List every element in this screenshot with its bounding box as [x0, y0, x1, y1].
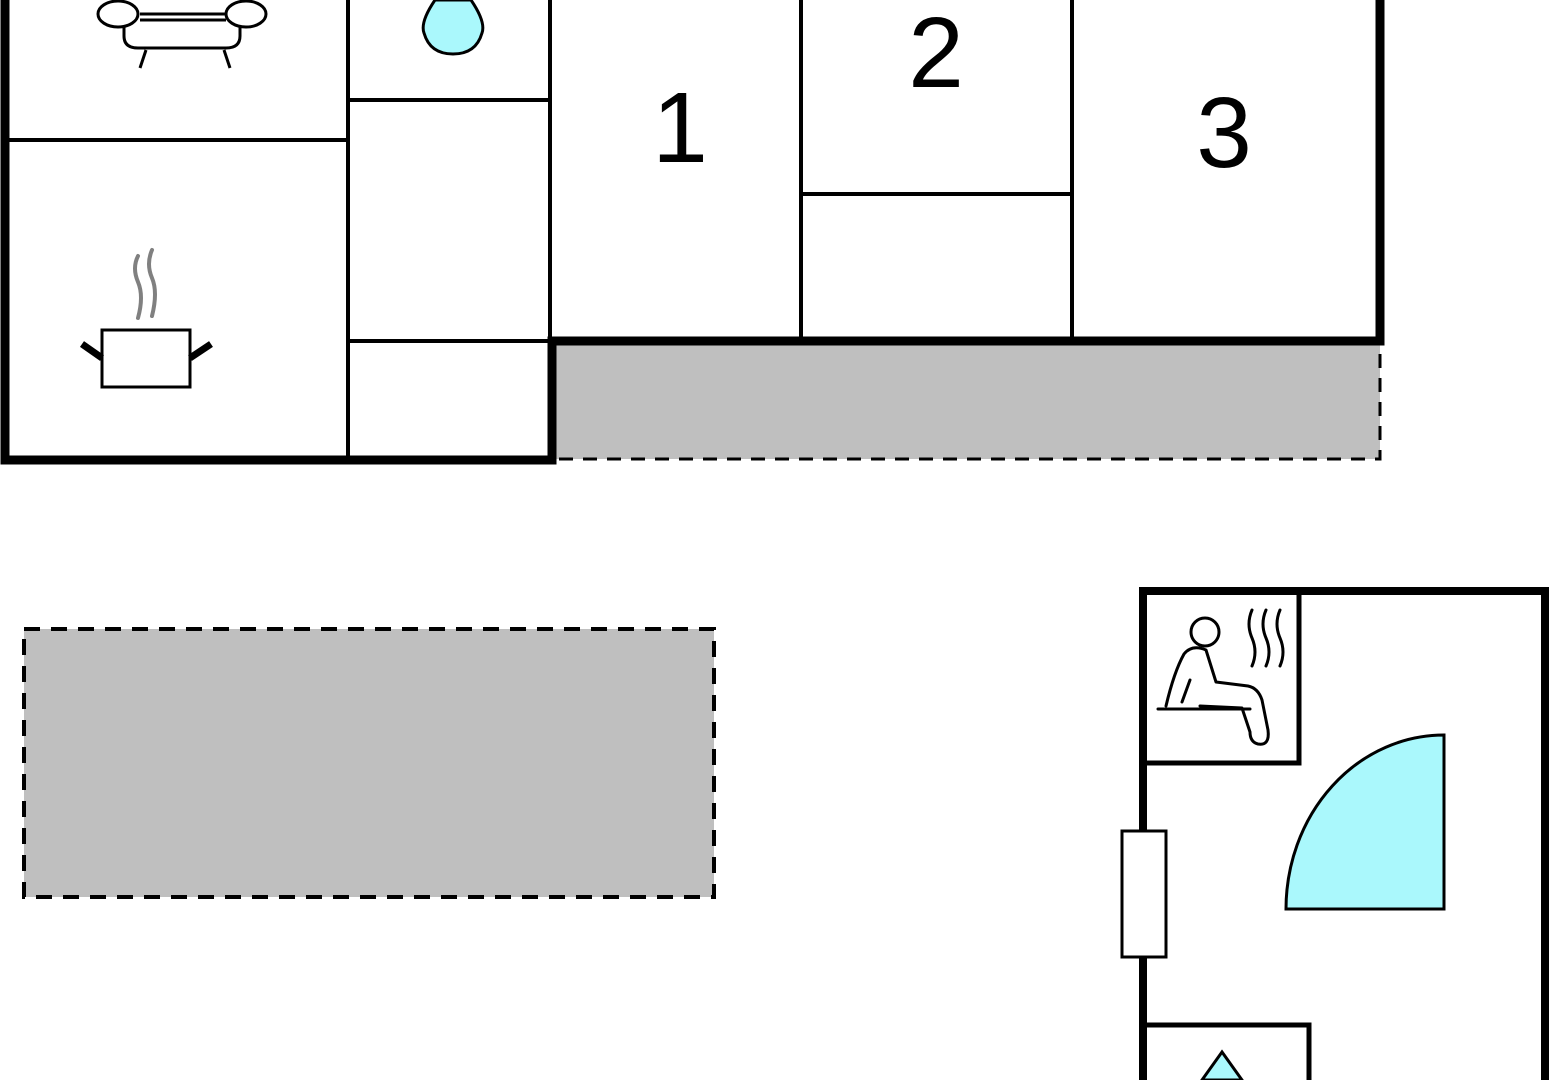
sauna-cubicle-wall — [1147, 595, 1302, 766]
detached-terrace — [22, 627, 716, 899]
interior-walls — [8, 0, 1074, 460]
annex-door — [1120, 829, 1168, 959]
water-drop-icon — [421, 0, 485, 56]
shower-quarter-circle-icon — [1284, 733, 1446, 911]
annex-building — [1120, 587, 1549, 1080]
cooking-pot-icon — [79, 248, 213, 389]
sofa-icon — [96, 0, 268, 69]
room-number-1: 1 — [652, 72, 708, 184]
water-drop-icon — [1200, 1049, 1244, 1080]
room-number-3: 3 — [1196, 77, 1252, 189]
terrace-strip — [550, 340, 1382, 461]
sauna-icon — [1156, 608, 1285, 746]
upper-building: 1 2 3 — [0, 0, 1385, 465]
exterior-walls — [0, 0, 1385, 465]
lower-bathroom-wall — [1147, 1022, 1312, 1080]
room-number-2: 2 — [908, 0, 964, 109]
